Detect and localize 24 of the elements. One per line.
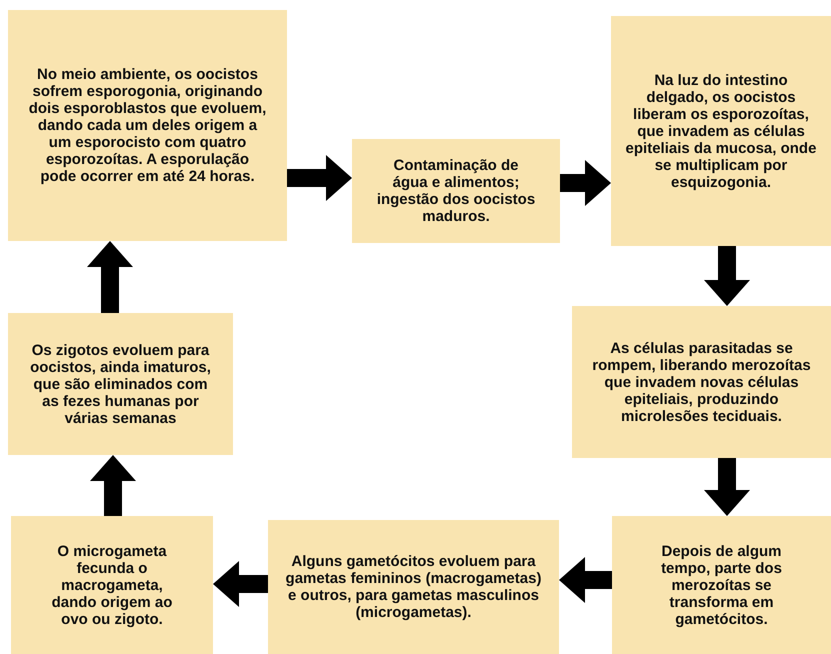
step-box (268, 520, 559, 654)
step-box (8, 10, 287, 241)
block-arrow (704, 458, 750, 516)
step-text: Contaminação de água e alimentos; ingestão dos oocistos maduros. (376, 157, 536, 225)
step-box (8, 313, 233, 455)
step-text: No meio ambiente, os oocistos sofrem esporogonia, originando dois esporoblastos que evoluem, dando cada um deles origem a um esporocisto com quatro esporozoítas. A esporulação pode ocorrer em até 24 horas. (28, 66, 268, 185)
step-text: O microgameta fecunda o macrogameta, dando origem ao ovo ou zigoto. (50, 542, 174, 628)
step-text: As células parasitadas se rompem, liberando merozoítas que invadem novas células epiteliais, produzindo microlesões teciduais. (592, 340, 811, 424)
block-arrow (559, 557, 612, 603)
step-text: Os zigotos evoluem para oocistos, ainda imaturos, que são eliminados com as fezes humanas por várias semanas (29, 342, 212, 426)
step-box (352, 139, 560, 243)
block-arrow (87, 241, 133, 313)
block-arrow (560, 160, 611, 206)
step-text: Depois de algum tempo, parte dos merozoítas se transforma em gametócitos. (660, 542, 783, 628)
step-box (11, 516, 213, 654)
step-box (611, 16, 831, 246)
block-arrow (704, 246, 750, 306)
block-arrow (90, 455, 136, 516)
block-arrow (287, 155, 352, 201)
step-box (572, 306, 831, 458)
step-text: Alguns gametócitos evoluem para gametas femininos (macrogametas) e outros, para gametas masculinos (microgametas). (284, 553, 542, 621)
block-arrow (213, 561, 268, 607)
step-text: Na luz do intestino delgado, os oocistos liberam os esporozoítas, que invadem as células epiteliais da mucosa, onde se multiplicam por esquizogonia. (624, 72, 818, 190)
step-box (612, 516, 831, 654)
